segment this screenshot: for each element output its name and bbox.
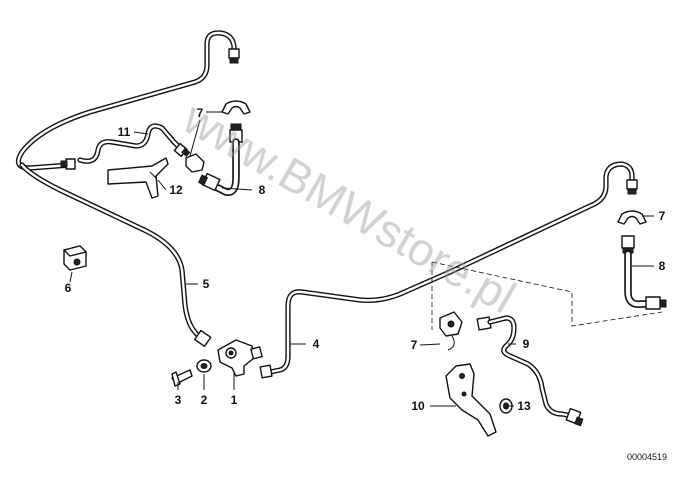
pipe-fitting-5-end [193, 329, 212, 348]
brake-hose-8-top [197, 123, 243, 196]
brake-pipe-4 [259, 161, 638, 379]
callout-10: 10 [411, 399, 425, 413]
bolt-3 [171, 369, 193, 387]
pipe-fitting-left-end [60, 158, 76, 170]
callout-8-top: 8 [259, 183, 266, 197]
callout-2: 2 [201, 393, 208, 407]
callout-8-right: 8 [659, 259, 666, 273]
hose-clip-7-top [221, 100, 251, 115]
callout-1: 1 [231, 393, 238, 407]
callout-11: 11 [118, 125, 131, 139]
callout-3: 3 [175, 393, 182, 407]
brake-pipe-11 [77, 123, 191, 164]
callout-4: 4 [313, 337, 320, 351]
document-number: 00004519 [627, 452, 667, 462]
leader-lines [69, 111, 654, 407]
brake-hose-8-right [621, 235, 667, 310]
callout-13: 13 [517, 399, 531, 413]
callout-5: 5 [203, 277, 210, 291]
bracket-12 [107, 157, 169, 199]
union-block-6 [63, 245, 87, 271]
grommet-block [185, 153, 205, 173]
bracket-10 [445, 363, 497, 437]
callout-6: 6 [65, 281, 72, 295]
callout-7-lower: 7 [411, 338, 418, 352]
callout-12: 12 [169, 183, 183, 197]
hose-clip-7-right [617, 210, 647, 225]
clip-7-lower [439, 311, 463, 351]
pipe-fitting-top [228, 48, 240, 64]
callout-7-right: 7 [659, 209, 666, 223]
callout-7-top: 7 [197, 106, 204, 120]
dashed-outline [431, 261, 663, 330]
watermark: www.BMWstore.pl [174, 91, 524, 323]
distributor-1 [217, 339, 263, 377]
brake-pipe-5 [15, 30, 237, 341]
washer-2 [196, 359, 212, 373]
brake-pipe-9 [476, 315, 584, 427]
callout-9: 9 [523, 337, 530, 351]
